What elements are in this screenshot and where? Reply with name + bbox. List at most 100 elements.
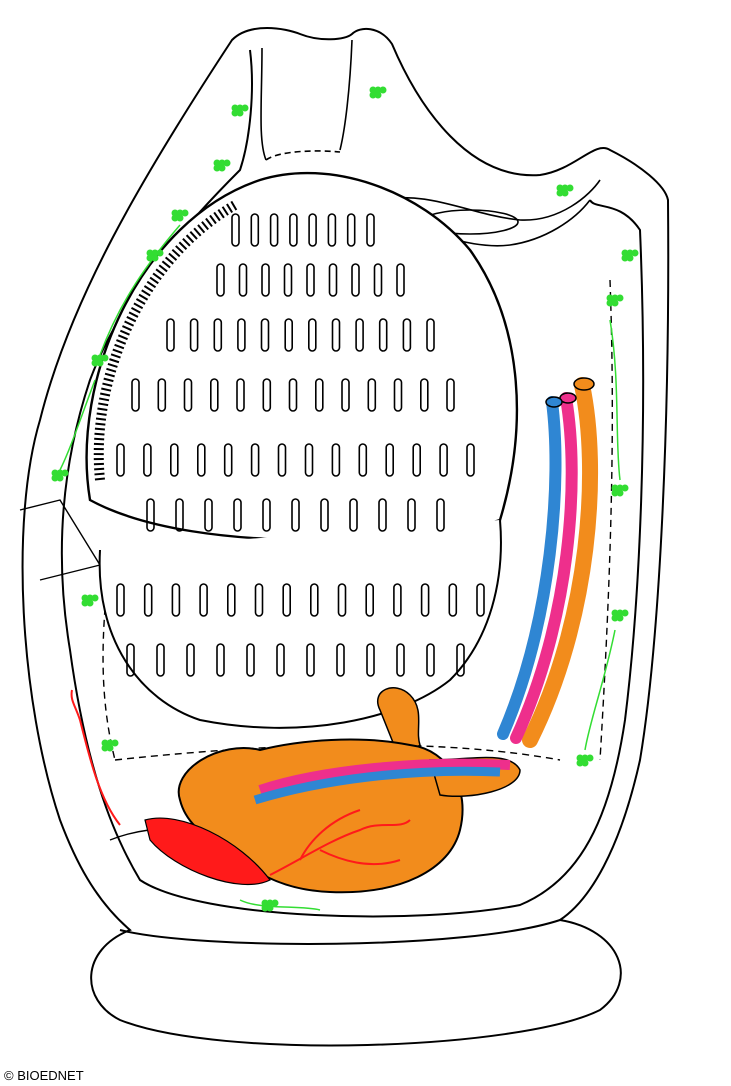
stigma-slit	[186, 643, 195, 677]
tunic-outline	[21, 27, 670, 1047]
stigma-slit	[436, 498, 445, 532]
nerve-line	[59, 379, 96, 471]
stigma-slit	[246, 643, 255, 677]
stigma-slit	[306, 263, 315, 297]
vessel-blue	[497, 396, 562, 740]
stigma-slit	[393, 378, 403, 412]
stigma-slit	[213, 318, 223, 352]
ganglion-dot	[106, 744, 114, 752]
ganglion-dot	[561, 189, 569, 197]
stigma-slit	[373, 263, 383, 297]
copyright: © BIOEDNET	[4, 1068, 84, 1083]
nerve-line	[609, 319, 621, 481]
stigma-slit	[260, 318, 270, 352]
nerve-line	[99, 224, 181, 356]
ganglion-dot	[176, 214, 184, 222]
stigma-slit	[199, 583, 208, 617]
ganglion-dot	[181, 209, 189, 217]
stigma-slit	[336, 643, 345, 677]
vessel-pink	[510, 392, 578, 744]
gut-vessel-pink	[258, 758, 511, 795]
stigma-slit	[183, 378, 193, 412]
stigma-slit	[402, 318, 412, 352]
ganglion-dot	[96, 359, 104, 367]
stigma-slit	[166, 318, 175, 352]
blood-vessels	[497, 377, 599, 748]
nerve-line	[239, 899, 321, 911]
gonad-sac	[144, 817, 271, 885]
stigma-slit	[358, 443, 368, 477]
stigma-slit	[367, 378, 377, 412]
stigma-slit	[250, 443, 260, 477]
stigma-slit	[237, 318, 246, 352]
stigma-slit	[126, 643, 135, 677]
ganglion-dot	[631, 249, 639, 257]
stigma-slit	[189, 318, 199, 352]
stigma-slit	[328, 263, 338, 297]
ganglion-dot	[101, 354, 109, 362]
stigma-slit	[288, 378, 298, 412]
stigma-slit	[171, 583, 181, 617]
stigma-slit	[233, 498, 242, 532]
stigma-slit	[396, 263, 405, 297]
stigma-slit	[250, 213, 260, 247]
stigma-slit	[366, 213, 375, 247]
stigma-slit	[337, 583, 347, 617]
stigma-slit	[466, 443, 475, 477]
pharynx-basket	[85, 171, 519, 729]
stigma-slit	[156, 643, 165, 677]
stigma-slit	[236, 378, 245, 412]
ganglion-dot	[611, 299, 619, 307]
stigma-slit	[227, 583, 236, 617]
stigma-slit	[231, 213, 240, 247]
stigma-slit	[420, 583, 430, 617]
stigma-slit	[331, 443, 341, 477]
stigma-slit	[284, 318, 294, 352]
gonad	[70, 689, 411, 885]
stigma-slit	[170, 443, 179, 477]
ganglion-dot	[86, 599, 94, 607]
stigma-slit	[175, 498, 184, 532]
stigma-slit	[131, 378, 140, 412]
ganglion-dot	[616, 614, 624, 622]
stigma-slit	[262, 498, 271, 532]
stigma-slit	[116, 583, 125, 617]
stigma-slit	[307, 318, 317, 352]
stigma-slit	[216, 263, 225, 297]
stigma-slit	[282, 583, 292, 617]
stigma-slit	[291, 498, 300, 532]
stigma-slit	[204, 498, 213, 532]
stigma-slit	[277, 443, 287, 477]
stigma-slit	[146, 498, 155, 532]
ganglion-dot	[91, 594, 99, 602]
stigma-slit	[216, 643, 225, 677]
stigma-slit	[365, 583, 375, 617]
stigma-slit	[346, 213, 356, 247]
ganglion-dot	[586, 754, 594, 762]
stigma-slit	[355, 318, 364, 352]
endostyle	[93, 200, 238, 481]
oral-siphon	[260, 39, 353, 161]
stigma-slit	[378, 498, 387, 532]
stigma-slit	[331, 318, 341, 352]
ganglion-dot	[241, 104, 249, 112]
stigma-slit	[157, 378, 167, 412]
stigma-slit	[309, 583, 319, 617]
digestive-tract	[177, 687, 521, 894]
neural-gland-clusters	[51, 86, 639, 912]
stigma-slit	[396, 643, 405, 677]
pharynx-outline	[85, 171, 519, 542]
nerve-line	[584, 629, 616, 751]
stigma-slit	[366, 643, 375, 677]
stigma-slit	[143, 583, 153, 617]
stigma-slit	[276, 643, 285, 677]
pharynx-lower	[98, 519, 502, 729]
ganglion-dot	[616, 489, 624, 497]
stigma-slit	[306, 643, 315, 677]
stigma-slit	[448, 583, 458, 617]
stigma-slit	[412, 443, 422, 477]
stigma-slit	[261, 263, 270, 297]
stigma-slit	[223, 443, 233, 477]
ganglion-dot	[374, 91, 382, 99]
